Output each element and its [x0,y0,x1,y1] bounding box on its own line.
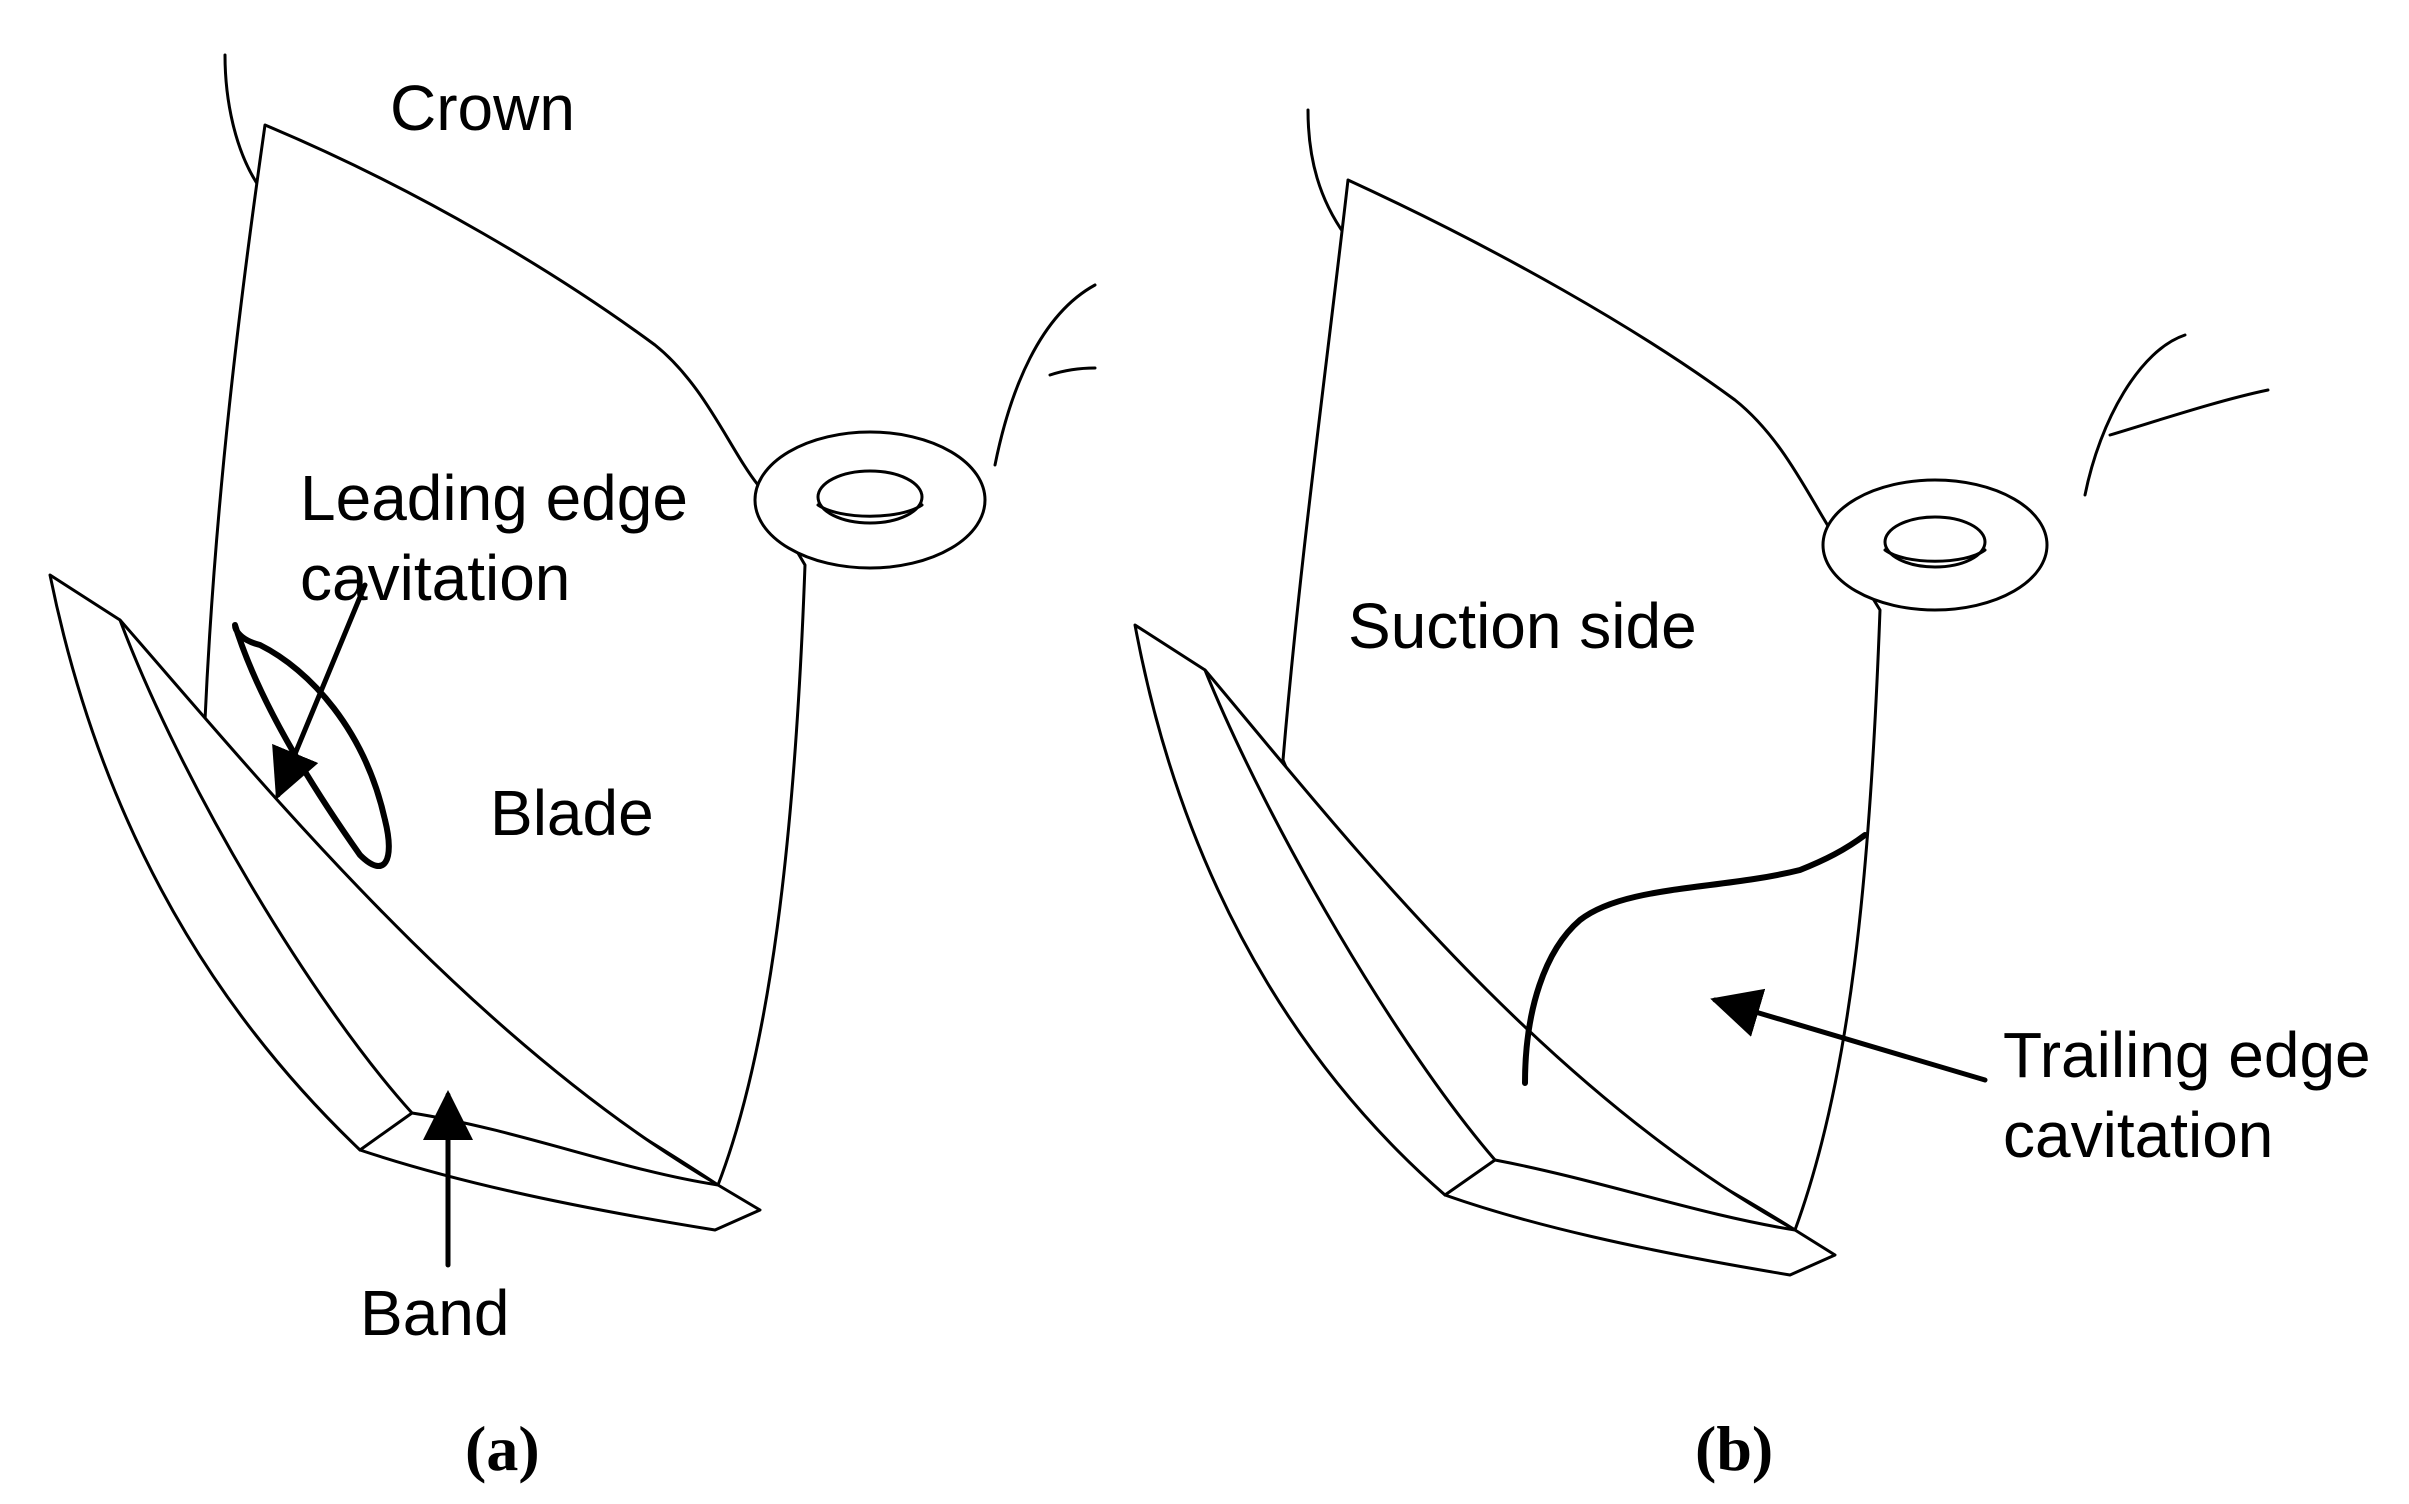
label-band: Band [360,1277,509,1349]
seal-ring-a-inner [816,469,924,525]
caption-a: (a) [465,1413,540,1484]
trailing-edge-cavitation-boundary [1522,832,1868,1086]
band-b-inner [1203,668,1497,1162]
crown-b-right-tail [2108,388,2270,437]
leading-edge-arrow [272,582,368,800]
leading-edge-cavitation-zone [232,622,392,869]
crown-right-curve [993,283,1097,467]
band-b [1133,623,1837,1277]
seal-ring-a-lip [816,503,924,518]
trailing-edge-arrow [1710,988,1988,1083]
label-leading-edge-1: Leading edge [300,462,688,534]
seal-ring-b-inner [1883,515,1987,569]
label-blade: Blade [490,777,654,849]
label-crown: Crown [390,72,575,144]
band-b-edge [1443,1158,1797,1232]
label-suction-side: Suction side [1348,590,1697,662]
label-leading-edge-2: cavitation [300,542,570,614]
label-trailing-edge-1: Trailing edge [2003,1019,2371,1091]
crown-b-right-curve [2083,333,2187,497]
crown-b-hub-curve [1306,108,1347,237]
seal-ring-b-lip [1883,548,1987,563]
crown-right-tail [1048,366,1097,377]
label-trailing-edge-2: cavitation [2003,1099,2273,1171]
caption-b: (b) [1695,1413,1773,1484]
band-a [48,573,762,1232]
panel-b: Suction side Trailing edge cavitation (b… [1133,108,2371,1484]
band-a-inner [118,618,414,1115]
panel-a: Crown Leading edge cavitation Blade Band… [48,53,1097,1484]
crown-hub-curve [223,53,260,187]
